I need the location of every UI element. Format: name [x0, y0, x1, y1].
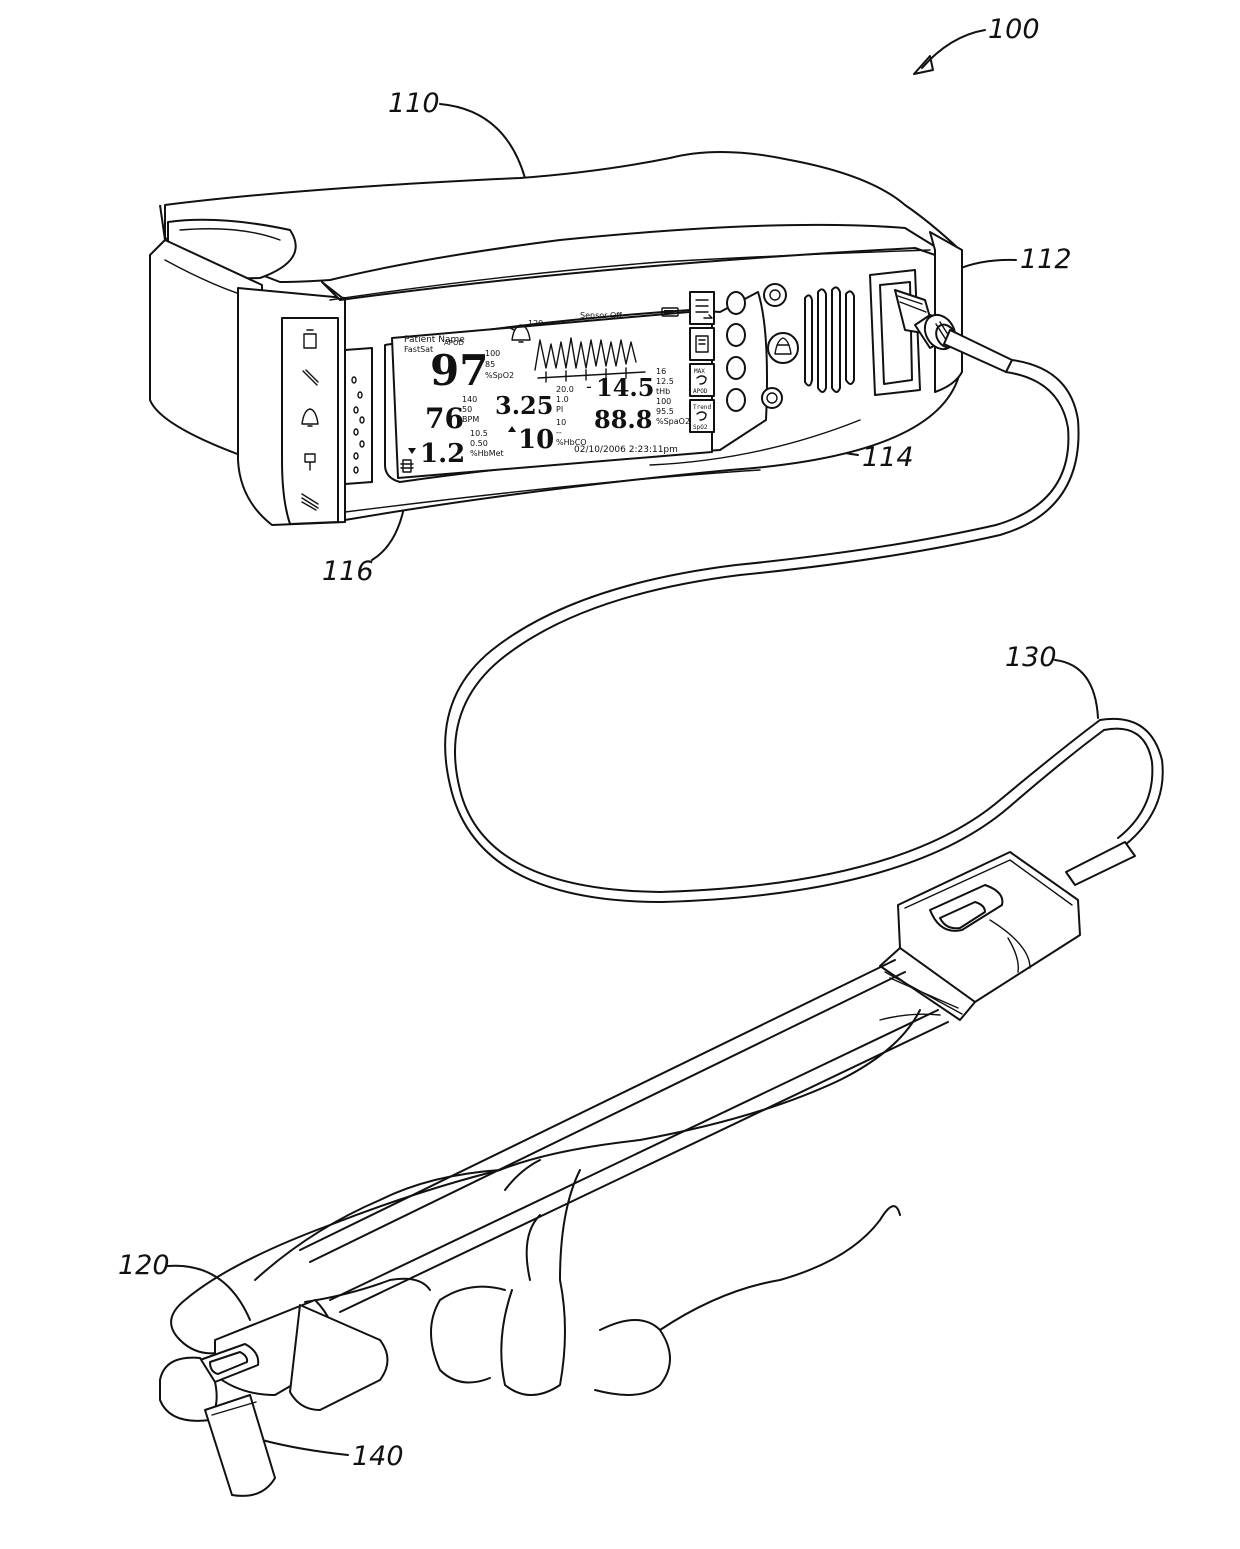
spao2-value: 88.8 — [594, 405, 652, 434]
lead-4 — [340, 1022, 948, 1312]
thb-high: 16 — [656, 367, 666, 376]
softkey-4-label-bottom: SpO2 — [693, 424, 708, 431]
pi-high: 20.0 — [556, 385, 574, 394]
hbco-value: 10 — [518, 425, 554, 455]
thb-low: 12.5 — [656, 377, 674, 386]
lead-split — [880, 1014, 940, 1020]
hbmet-high: 10.5 — [470, 429, 488, 438]
bpm-high: 140 — [462, 395, 477, 404]
pi-unit: PI — [556, 405, 563, 414]
thb-dash: - — [586, 377, 592, 396]
ref-110-group: 110 — [388, 88, 525, 178]
clip-140 — [205, 1395, 275, 1496]
hbmet-low: 0.50 — [470, 439, 488, 448]
button-114[interactable] — [762, 388, 782, 408]
left-icon-strip — [282, 318, 338, 524]
fastsat-label: FastSat — [404, 345, 433, 354]
sensor-wrap-flap — [290, 1305, 388, 1410]
oval-button-1[interactable] — [727, 292, 745, 314]
spao2-unit: %SpaO2 — [656, 417, 690, 426]
curled-finger-2 — [595, 1320, 670, 1395]
sensor-leads — [300, 960, 948, 1312]
ref-120-group: 120 — [118, 1250, 250, 1320]
ref-140-group: 140 — [262, 1440, 404, 1472]
round-button-top[interactable] — [764, 284, 786, 306]
ref-110: 110 — [388, 88, 440, 119]
cable-loop-right-inner — [1104, 729, 1152, 838]
oval-button-3[interactable] — [727, 357, 745, 379]
softkey-1[interactable] — [690, 292, 714, 324]
palm-lower — [660, 1206, 900, 1330]
leader-110 — [440, 104, 525, 178]
ref-100: 100 — [988, 14, 1040, 45]
spao2-low: 95.5 — [656, 407, 674, 416]
curled-finger-1 — [431, 1287, 505, 1383]
spo2-unit: %SpO2 — [485, 371, 514, 380]
sensor-housing — [880, 852, 1080, 1020]
lead-1 — [300, 960, 895, 1250]
spao2-high: 100 — [656, 397, 671, 406]
index-finger-top — [171, 1170, 500, 1340]
spo2-value: 97 — [430, 346, 488, 395]
lead-3 — [330, 1010, 938, 1300]
leader-140 — [262, 1440, 348, 1455]
ref-140: 140 — [352, 1441, 404, 1472]
thb-unit: tHb — [656, 387, 670, 396]
lead-2 — [310, 972, 905, 1262]
side-door-panel — [345, 348, 372, 484]
softkey-3-label-bottom: APOD — [693, 388, 708, 395]
ref-100-group: 100 — [914, 14, 1040, 74]
hbmet-value: 1.2 — [420, 439, 465, 469]
softkey-3-label-top: MAX — [694, 368, 705, 375]
pi-low: 1.0 — [556, 395, 569, 404]
hbco-high: 10 — [556, 418, 566, 427]
bpm-unit: BPM — [462, 415, 479, 424]
ref-116: 116 — [322, 556, 374, 587]
oval-button-4[interactable] — [727, 389, 745, 411]
softkey-4-label-top: Trend — [693, 404, 711, 411]
alarm-limit: 120 — [528, 319, 543, 328]
sensor-status: Sensor Off — [580, 311, 622, 320]
datetime: 02/10/2006 2:23:11pm — [574, 445, 678, 455]
hbco-low: -- — [556, 428, 562, 437]
ref-130: 130 — [1005, 642, 1057, 673]
cable-relief-lower — [1066, 842, 1135, 885]
ref-112: 112 — [1020, 244, 1072, 275]
leader-130 — [1055, 660, 1098, 718]
oval-button-2[interactable] — [727, 324, 745, 346]
ref-130-group: 130 — [1005, 642, 1098, 718]
ref-120: 120 — [118, 1250, 170, 1281]
bpm-value: 76 — [425, 402, 464, 435]
pi-value: 3.25 — [495, 391, 553, 420]
thb-value: 14.5 — [596, 373, 654, 402]
spo2-low: 85 — [485, 360, 495, 369]
knuckle-bump — [527, 1215, 540, 1280]
hbmet-unit: %HbMet — [470, 449, 504, 458]
right-end-block — [930, 232, 962, 392]
bpm-low: 50 — [462, 405, 472, 414]
side-door — [345, 348, 372, 484]
spo2-high: 100 — [485, 349, 500, 358]
leader-120 — [168, 1266, 250, 1320]
